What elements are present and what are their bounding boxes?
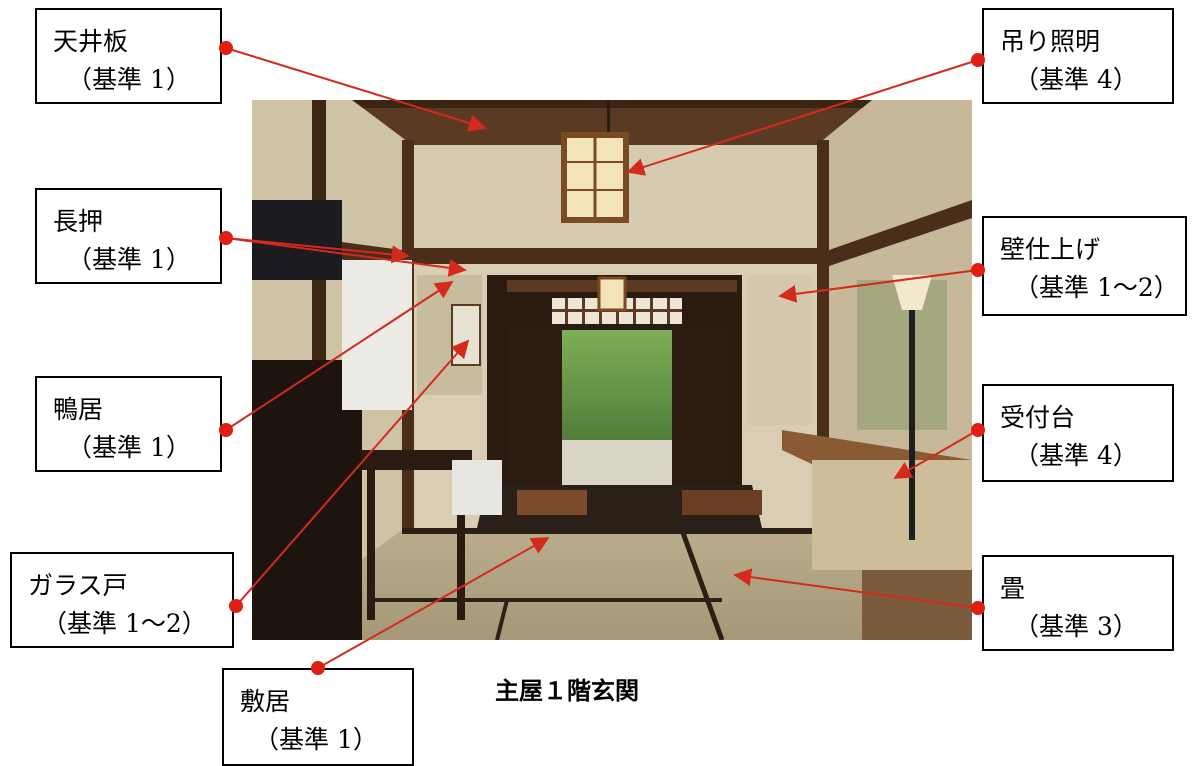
label-name: 吊り照明	[1000, 27, 1101, 56]
photo-caption: 主屋１階玄関	[495, 677, 639, 705]
label-tenjoita: 天井板 （基準 1）	[35, 8, 222, 104]
label-criterion: （基準 4）	[1014, 65, 1138, 94]
label-garasudo: ガラス戸 （基準 1～2）	[10, 552, 234, 648]
label-name: 壁仕上げ	[1000, 235, 1101, 264]
label-name: ガラス戸	[28, 571, 128, 600]
label-criterion: （基準 1～2）	[1014, 273, 1179, 302]
label-shikii: 敷居 （基準 1）	[222, 668, 414, 766]
label-criterion: （基準 4）	[1014, 441, 1138, 470]
label-criterion: （基準 3）	[1014, 612, 1138, 641]
label-criterion: （基準 1）	[67, 245, 191, 274]
label-name: 敷居	[240, 687, 291, 716]
label-name: 畳	[1000, 574, 1026, 603]
label-name: 鴨居	[53, 395, 104, 424]
label-criterion: （基準 1）	[67, 433, 191, 462]
entrance-hall-photo	[252, 100, 972, 640]
label-tatami: 畳 （基準 3）	[982, 555, 1174, 651]
label-criterion: （基準 1～2）	[42, 609, 207, 638]
label-name: 天井板	[53, 27, 129, 56]
label-name: 受付台	[1000, 403, 1076, 432]
label-kamoi: 鴨居 （基準 1）	[35, 376, 222, 472]
label-tsurishomei: 吊り照明 （基準 4）	[982, 8, 1174, 104]
label-criterion: （基準 1）	[67, 65, 191, 94]
label-nageshi: 長押 （基準 1）	[35, 188, 222, 284]
label-uketsukedai: 受付台 （基準 4）	[982, 384, 1174, 482]
label-criterion: （基準 1）	[254, 725, 378, 754]
label-kabeshiage: 壁仕上げ （基準 1～2）	[982, 216, 1187, 316]
label-name: 長押	[53, 207, 104, 236]
